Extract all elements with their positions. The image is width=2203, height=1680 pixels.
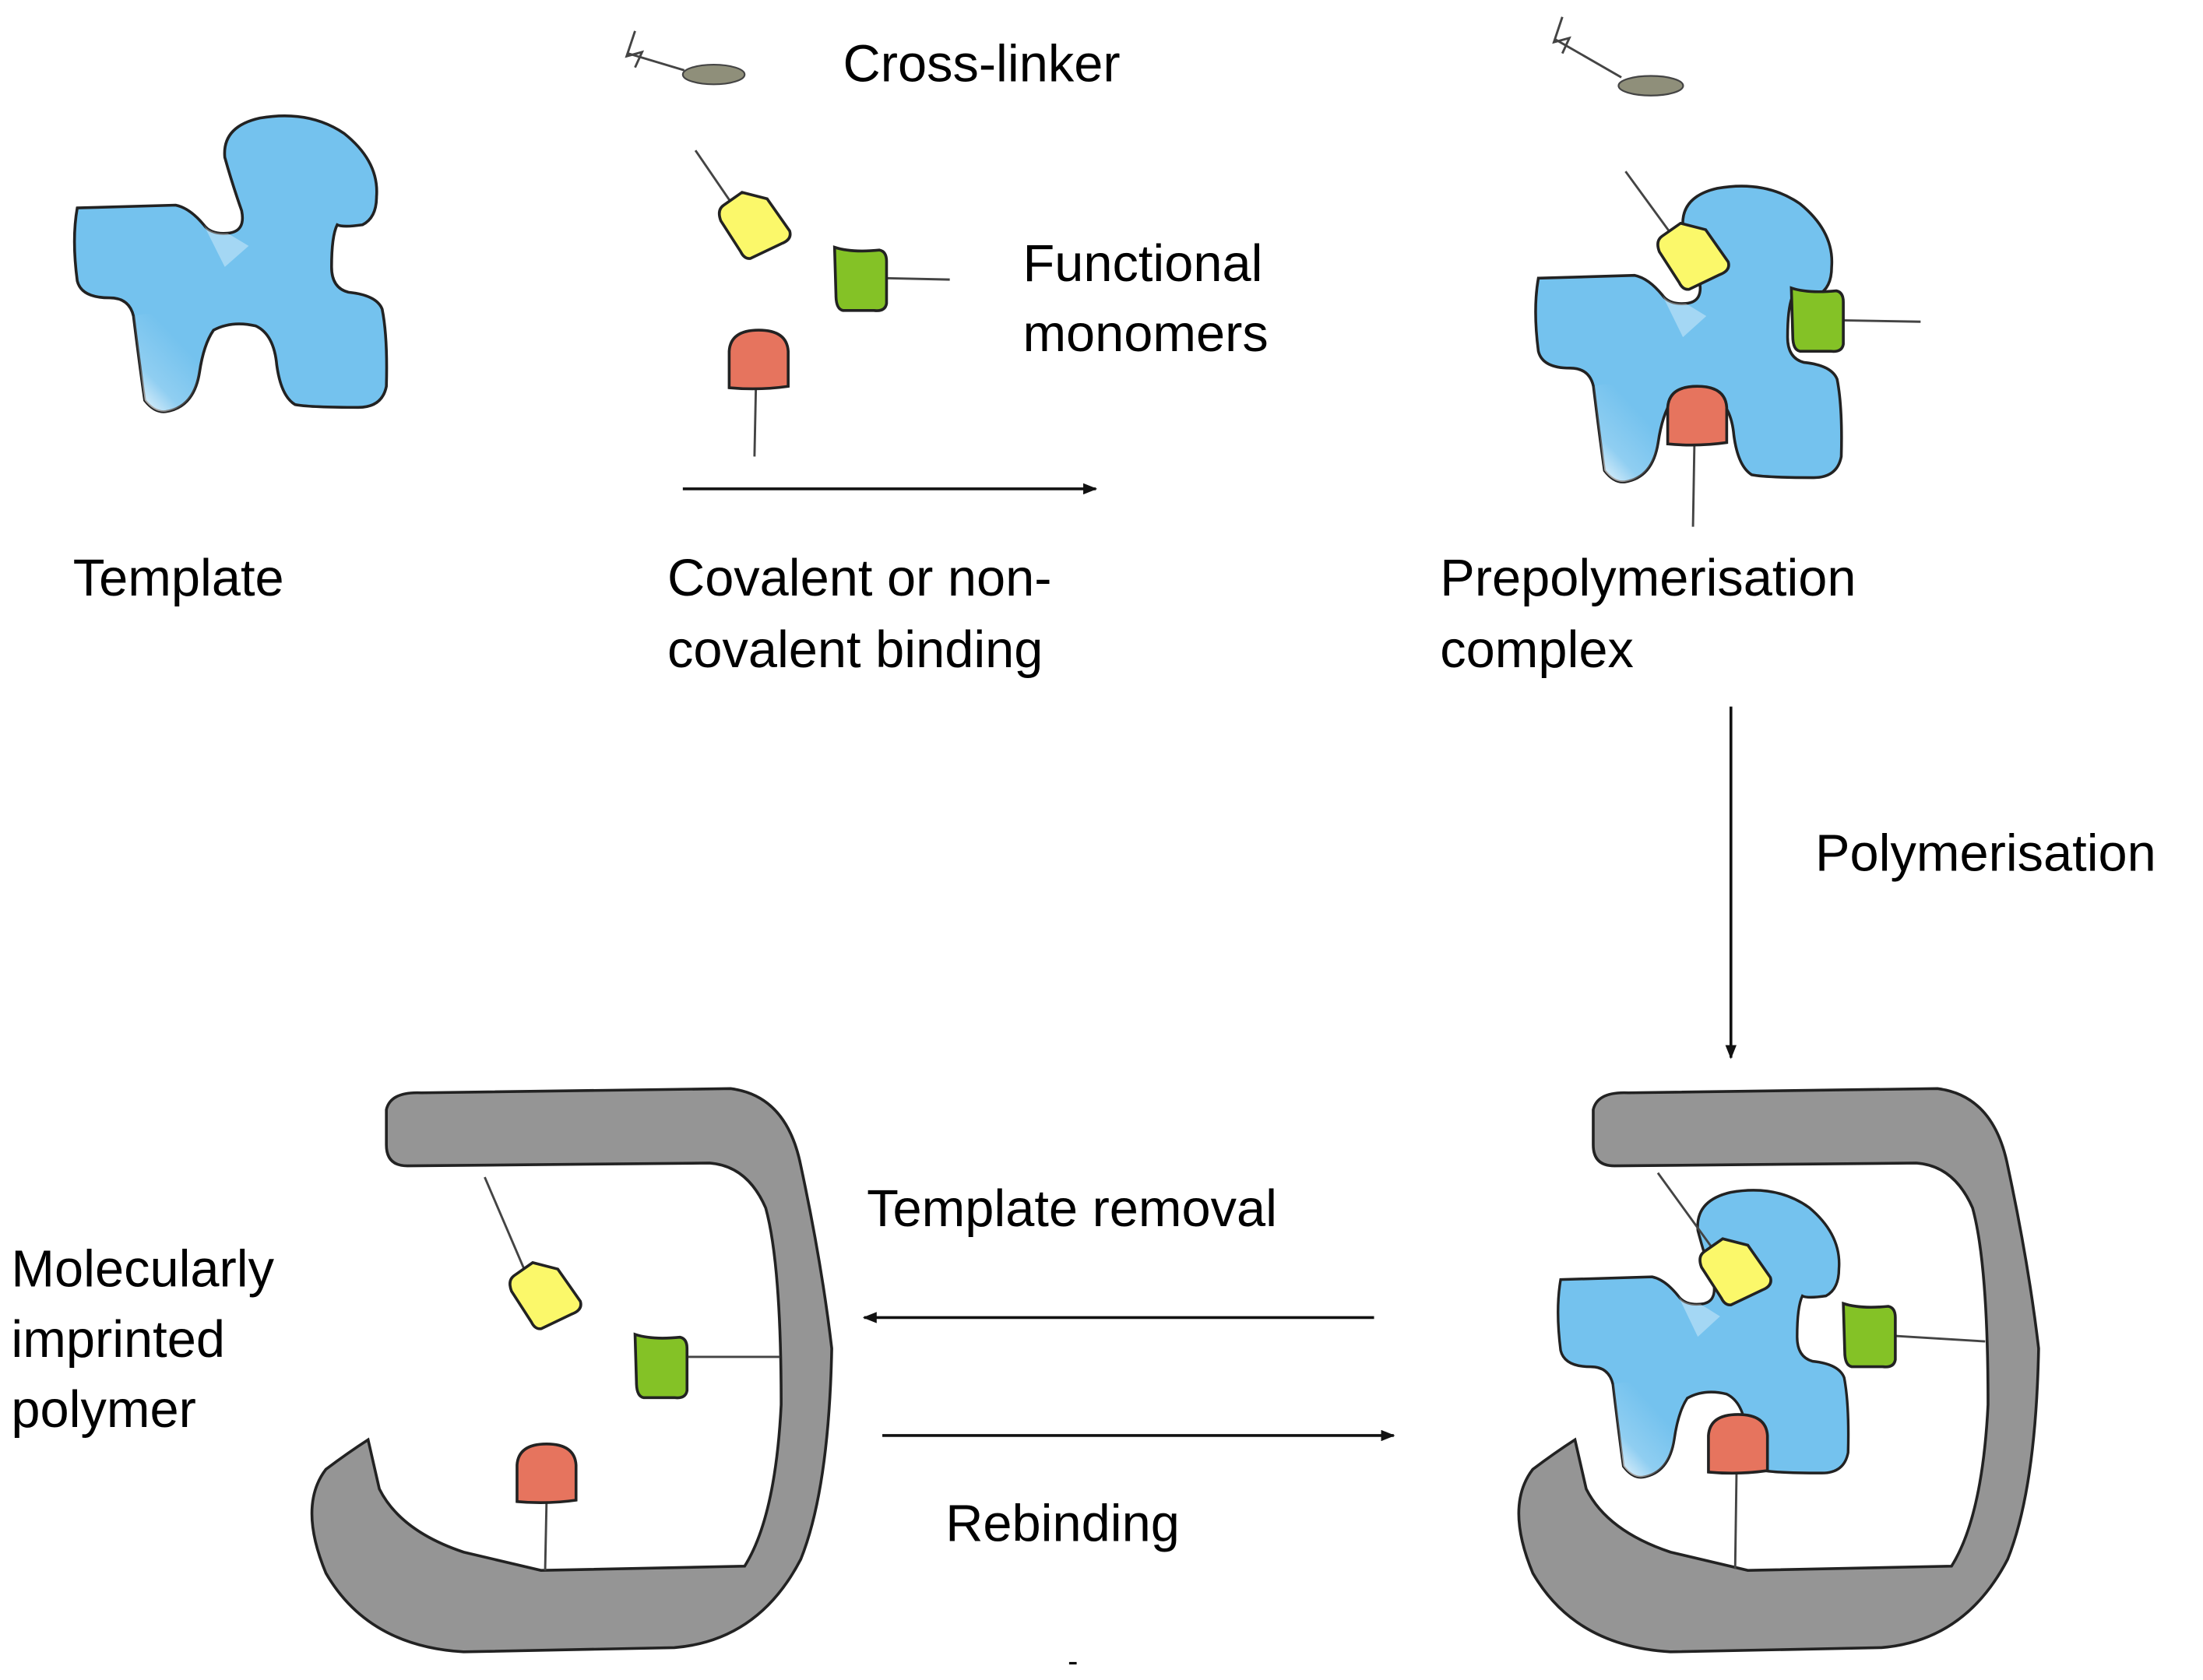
functional-monomers-label-2: monomers xyxy=(1022,305,1268,363)
template-molecule xyxy=(72,114,389,413)
prepolymerisation-label-1: Prepolymerisation xyxy=(1440,550,1856,607)
binding-label-1: Covalent or non- xyxy=(667,550,1051,607)
footer-mark: - xyxy=(1068,1644,1078,1678)
cross-linker-label: Cross-linker xyxy=(843,36,1121,93)
template-label: Template xyxy=(73,550,284,607)
prepolymerisation-complex xyxy=(1534,16,1921,527)
mip-label-3: polymer xyxy=(11,1381,195,1439)
rebinding-label: Rebinding xyxy=(945,1495,1180,1552)
mip-label-1: Molecularly xyxy=(11,1241,274,1299)
cross-linker-icon xyxy=(625,30,746,86)
polymerisation-label: Polymerisation xyxy=(1815,825,2156,883)
functional-monomers xyxy=(694,149,950,457)
binding-label-2: covalent binding xyxy=(667,621,1043,679)
polymer-with-template xyxy=(1517,1087,2040,1654)
template-removal-label: Template removal xyxy=(867,1180,1277,1238)
functional-monomers-label-1: Functional xyxy=(1022,235,1262,293)
prepolymerisation-label-2: complex xyxy=(1440,621,1634,679)
molecularly-imprinted-polymer xyxy=(310,1087,833,1654)
mip-label-2: imprinted xyxy=(11,1311,225,1369)
